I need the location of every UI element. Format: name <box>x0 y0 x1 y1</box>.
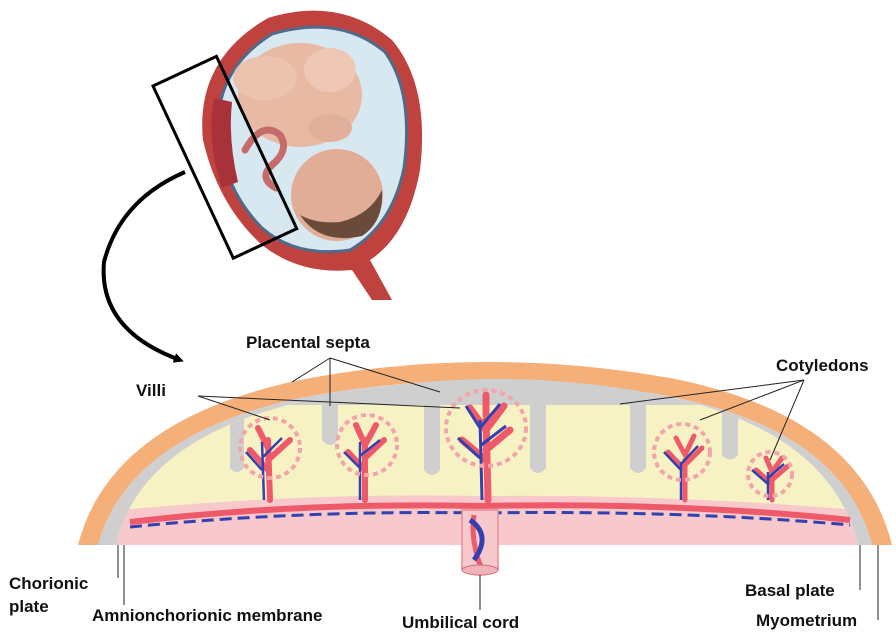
septum-3 <box>424 370 440 475</box>
label-amnionchorionic-membrane: Amnionchorionic membrane <box>92 607 322 626</box>
label-umbilical-cord: Umbilical cord <box>402 614 519 633</box>
label-chorionic-plate-line2: plate <box>9 598 49 617</box>
label-basal-plate: Basal plate <box>745 582 835 601</box>
fetus-leg <box>233 56 297 100</box>
septum-5 <box>630 380 646 473</box>
fetus-knee <box>304 48 356 92</box>
fetus-arm <box>308 114 352 142</box>
label-cotyledons: Cotyledons <box>776 357 869 376</box>
label-villi: Villi <box>136 382 166 401</box>
label-chorionic-plate-line1: Chorionic <box>9 575 88 594</box>
label-placental-septa: Placental septa <box>246 334 370 353</box>
placenta-cross-section <box>78 362 892 575</box>
septum-4 <box>530 370 546 473</box>
umbilical-cord-end <box>462 565 498 575</box>
zoom-arrow <box>104 172 185 360</box>
label-myometrium: Myometrium <box>756 612 857 631</box>
